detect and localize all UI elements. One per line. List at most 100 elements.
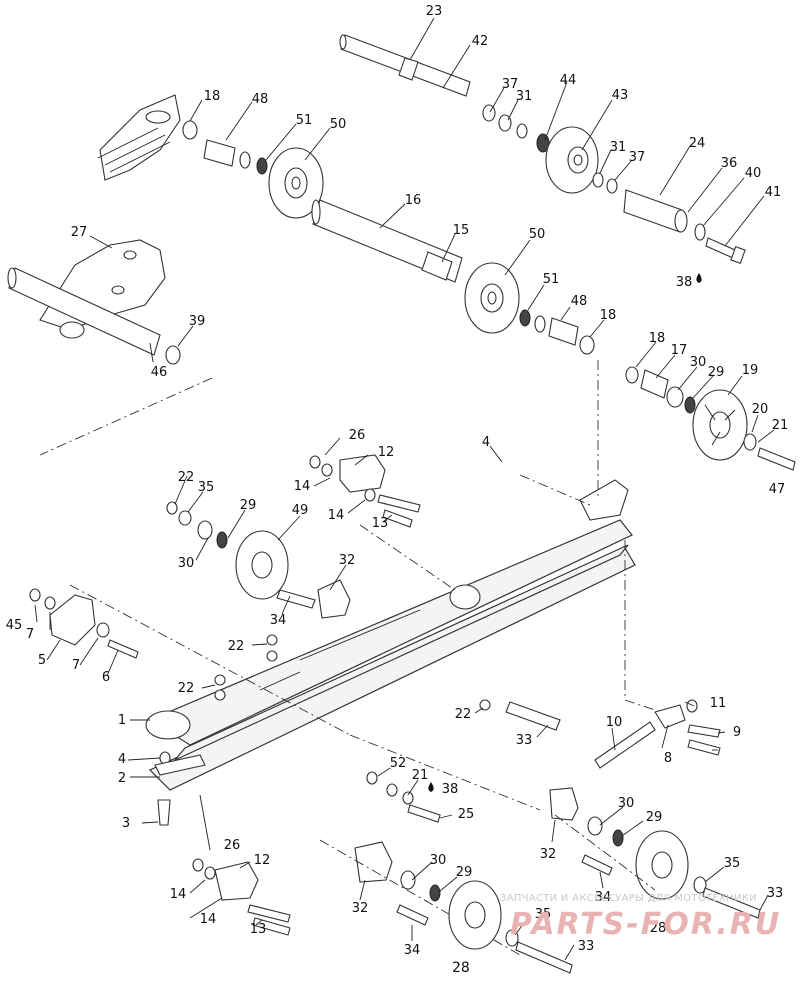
- bracket-32-bottom: [354, 841, 393, 883]
- bushing-48a: [203, 139, 236, 167]
- bolt-10: [594, 721, 656, 769]
- callout-46: 46: [151, 365, 168, 380]
- rear-cap-5: [49, 594, 96, 646]
- callout-50: 50: [330, 117, 347, 132]
- callout-18: 18: [204, 89, 221, 104]
- watermark-tagline: ЗАПЧАСТИ И АКСЕССУАРЫ ДЛЯ МОТОТЕХНИКИ: [500, 893, 757, 904]
- leader-lines: [34, 17, 775, 961]
- callout-38: 38: [442, 782, 459, 797]
- callout-13: 13: [250, 922, 267, 937]
- washer-18a: [182, 120, 198, 140]
- callout-30: 30: [430, 853, 447, 868]
- bolt-33c: [515, 941, 573, 974]
- top-axle-shaft: [339, 34, 471, 97]
- callout-9: 9: [733, 725, 741, 740]
- callout-40: 40: [745, 166, 762, 181]
- callout-14: 14: [328, 508, 345, 523]
- callout-41: 41: [765, 185, 782, 200]
- callout-33: 33: [767, 886, 784, 901]
- callout-30: 30: [618, 796, 635, 811]
- bolt-41: [705, 237, 746, 264]
- callout-6: 6: [102, 670, 110, 685]
- callout-26: 26: [224, 838, 241, 853]
- callout-30: 30: [178, 556, 195, 571]
- callout-34: 34: [595, 890, 612, 905]
- callout-21: 21: [412, 768, 429, 783]
- washer-31b: [592, 172, 604, 188]
- idler-wheel-19: [692, 389, 748, 461]
- callout-37: 37: [629, 150, 646, 165]
- top-shaft-washers: [482, 104, 550, 153]
- callout-32: 32: [352, 901, 369, 916]
- callout-48: 48: [252, 92, 269, 107]
- callout-20: 20: [752, 402, 769, 417]
- callout-51: 51: [296, 113, 313, 128]
- callout-29: 29: [708, 365, 725, 380]
- callout-22: 22: [178, 470, 195, 485]
- callout-labels: 23 42 37 31 44 43 18 48 51 50 31 37 24 3…: [6, 4, 789, 958]
- watermark-brand: PARTS-FOR.RU: [510, 907, 782, 942]
- callout-4: 4: [482, 435, 490, 450]
- callout-43: 43: [612, 88, 629, 103]
- callout-3: 3: [122, 816, 130, 831]
- callout-23: 23: [426, 4, 443, 19]
- callout-50: 50: [529, 227, 546, 242]
- callout-47: 47: [769, 482, 786, 497]
- callout-10: 10: [606, 715, 623, 730]
- callout-34: 34: [270, 613, 287, 628]
- callout-17: 17: [671, 343, 688, 358]
- callout-5: 5: [38, 653, 46, 668]
- spacer-24: [623, 189, 683, 233]
- page-number: 28: [452, 960, 470, 976]
- callout-36: 36: [721, 156, 738, 171]
- callout-1: 1: [118, 713, 126, 728]
- idler-wheel-28-right: [635, 830, 689, 900]
- callout-39: 39: [189, 314, 206, 329]
- callout-35: 35: [198, 480, 215, 495]
- bracket-12-upper: [339, 454, 386, 493]
- callout-48: 48: [571, 294, 588, 309]
- callout-18: 18: [649, 331, 666, 346]
- callout-29: 29: [456, 865, 473, 880]
- callout-44: 44: [560, 73, 577, 88]
- callout-49: 49: [292, 503, 309, 518]
- callout-7: 7: [72, 658, 80, 673]
- oil-drop-icon: [696, 273, 702, 283]
- parts-drawing: [7, 34, 796, 974]
- bracket-32-lower-right: [549, 787, 579, 821]
- spacer-17: [640, 369, 669, 399]
- washer-39: [165, 345, 181, 365]
- idler-wheel-49: [235, 530, 289, 600]
- callout-52: 52: [390, 756, 407, 771]
- callout-22: 22: [178, 681, 195, 696]
- callout-32: 32: [339, 553, 356, 568]
- bushing-48b: [548, 317, 579, 346]
- bolt-47: [757, 447, 796, 471]
- upper-left-bracket: [97, 94, 181, 181]
- callout-24: 24: [689, 136, 706, 151]
- callout-30: 30: [690, 355, 707, 370]
- washer-40: [694, 223, 706, 241]
- idler-wheel-50-upper: [268, 147, 324, 219]
- bracket-8: [654, 704, 686, 729]
- callout-15: 15: [453, 223, 470, 238]
- idler-wheel-50-lower: [464, 262, 520, 334]
- callout-38: 38: [676, 275, 693, 290]
- bracket-32-mid: [317, 579, 351, 619]
- callout-11: 11: [710, 696, 727, 711]
- callout-42: 42: [472, 34, 489, 49]
- washer-37b: [606, 178, 618, 194]
- callout-28: 28: [650, 921, 667, 936]
- idler-wheel-28-bottom: [448, 880, 502, 950]
- callout-4: 4: [118, 752, 126, 767]
- callout-14: 14: [170, 887, 187, 902]
- callout-19: 19: [742, 363, 759, 378]
- axle-16: [311, 199, 463, 283]
- shaft-46: [7, 267, 161, 356]
- callout-34: 34: [404, 943, 421, 958]
- callout-2: 2: [118, 771, 126, 786]
- callout-37: 37: [502, 77, 519, 92]
- callout-33: 33: [578, 939, 595, 954]
- callout-13: 13: [372, 516, 389, 531]
